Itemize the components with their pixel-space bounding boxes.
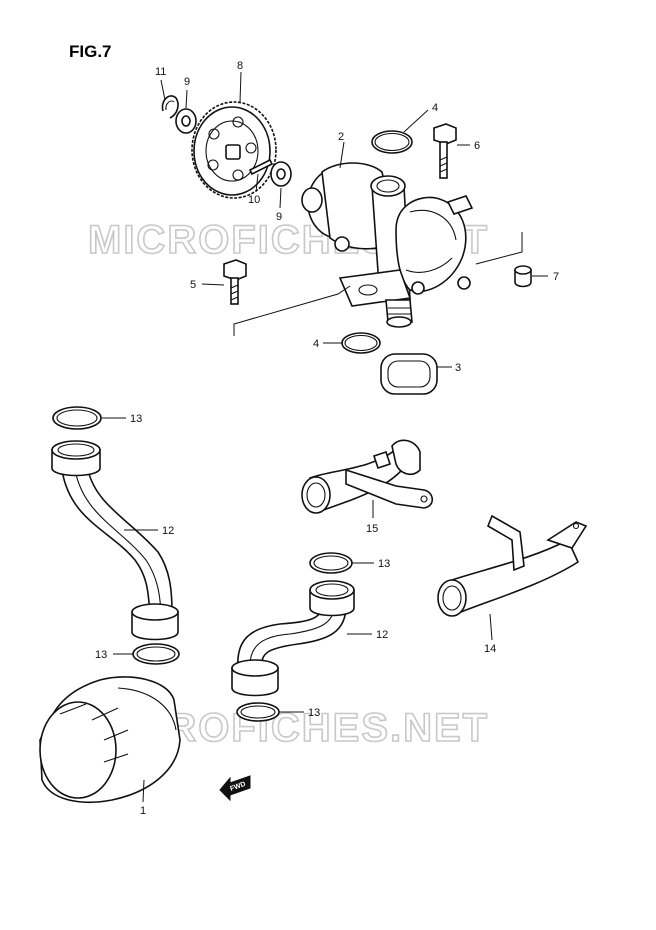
- callout-label: 15: [366, 523, 378, 535]
- figure-title: FIG.7: [69, 42, 112, 61]
- callout-label: 13: [308, 707, 320, 719]
- callout-label: 3: [455, 362, 461, 374]
- callout-label: 4: [313, 338, 319, 350]
- part-13-o-ring: [236, 702, 280, 722]
- leader-lines: [102, 71, 548, 803]
- part-5-bolt: [223, 259, 247, 305]
- callout-label: 10: [248, 194, 260, 206]
- callout-label: 9: [276, 211, 282, 223]
- part-6-bolt: [433, 123, 457, 179]
- part-13-o-ring: [309, 552, 353, 574]
- part-14-hose-bracket: [437, 514, 588, 617]
- part-12-oil-pipe-middle: [231, 580, 355, 697]
- callout-label: 13: [95, 649, 107, 661]
- part-9-washer-upper: [175, 108, 197, 134]
- callout-label: 8: [237, 60, 243, 72]
- part-1-oil-filter: [39, 676, 181, 803]
- forward-arrow: FWD: [219, 775, 251, 802]
- callout-label: 11: [155, 66, 166, 78]
- part-3-gasket: [380, 353, 438, 395]
- callout-label: 6: [474, 140, 480, 152]
- callout-label: 13: [378, 558, 390, 570]
- callout-label: 2: [338, 131, 344, 143]
- callout-label: 12: [162, 525, 174, 537]
- part-12-oil-pipe-left: [51, 440, 179, 641]
- part-9-washer-lower: [270, 161, 292, 187]
- callout-labels: 11 9 8 4 2 6 10 9 7 5 4 3 13 12 15 13 12…: [95, 60, 559, 817]
- callout-label: 5: [190, 279, 196, 291]
- part-8-driven-gear: [191, 101, 277, 199]
- part-4-o-ring-upper: [371, 130, 413, 154]
- callout-label: 12: [376, 629, 388, 641]
- part-13-o-ring: [132, 643, 180, 665]
- callout-label: 9: [184, 76, 190, 88]
- callout-label: 13: [130, 413, 142, 425]
- part-2-oil-pump: [301, 162, 474, 328]
- callout-label: 4: [432, 102, 438, 114]
- part-10-pin: [248, 158, 274, 176]
- part-4-o-ring-lower: [341, 332, 381, 354]
- part-15-hose-bracket: [301, 439, 434, 514]
- callout-label: 1: [140, 805, 146, 817]
- part-7-dowel: [514, 265, 532, 288]
- part-11-circlip: [161, 95, 179, 119]
- part-13-o-ring: [52, 406, 102, 430]
- callout-label: 7: [553, 271, 559, 283]
- callout-label: 14: [484, 643, 496, 655]
